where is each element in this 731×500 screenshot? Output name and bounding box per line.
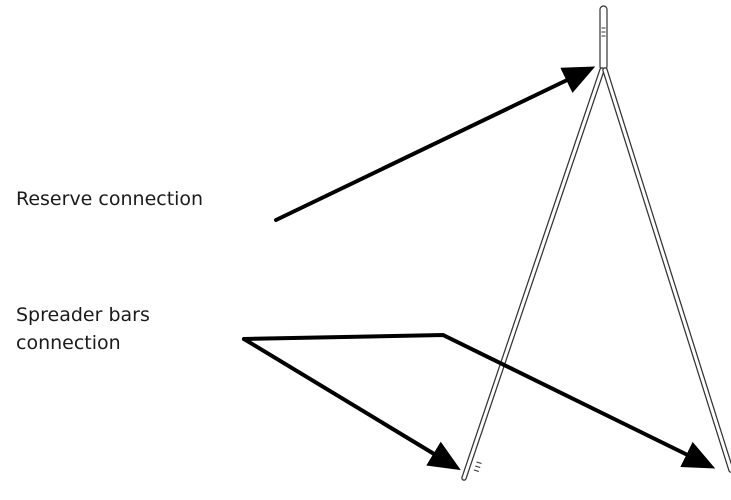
spreader-bars-text-line1: Spreader bars bbox=[16, 304, 150, 326]
right-bridle-leg bbox=[602, 67, 731, 473]
reserve-connection-text: Reserve connection bbox=[16, 188, 204, 210]
spreader-bars-text-line2: connection bbox=[16, 332, 121, 354]
spreader-right-arrow bbox=[242, 332, 716, 469]
top-connector-strap bbox=[599, 5, 608, 71]
spreader-left-arrow bbox=[242, 337, 461, 471]
left-bridle-leg bbox=[461, 67, 605, 481]
reserve-connection-arrow bbox=[274, 66, 596, 222]
spreader-bars-connection-label: Spreader bars connection bbox=[16, 301, 150, 357]
reserve-connection-label: Reserve connection bbox=[16, 185, 203, 213]
